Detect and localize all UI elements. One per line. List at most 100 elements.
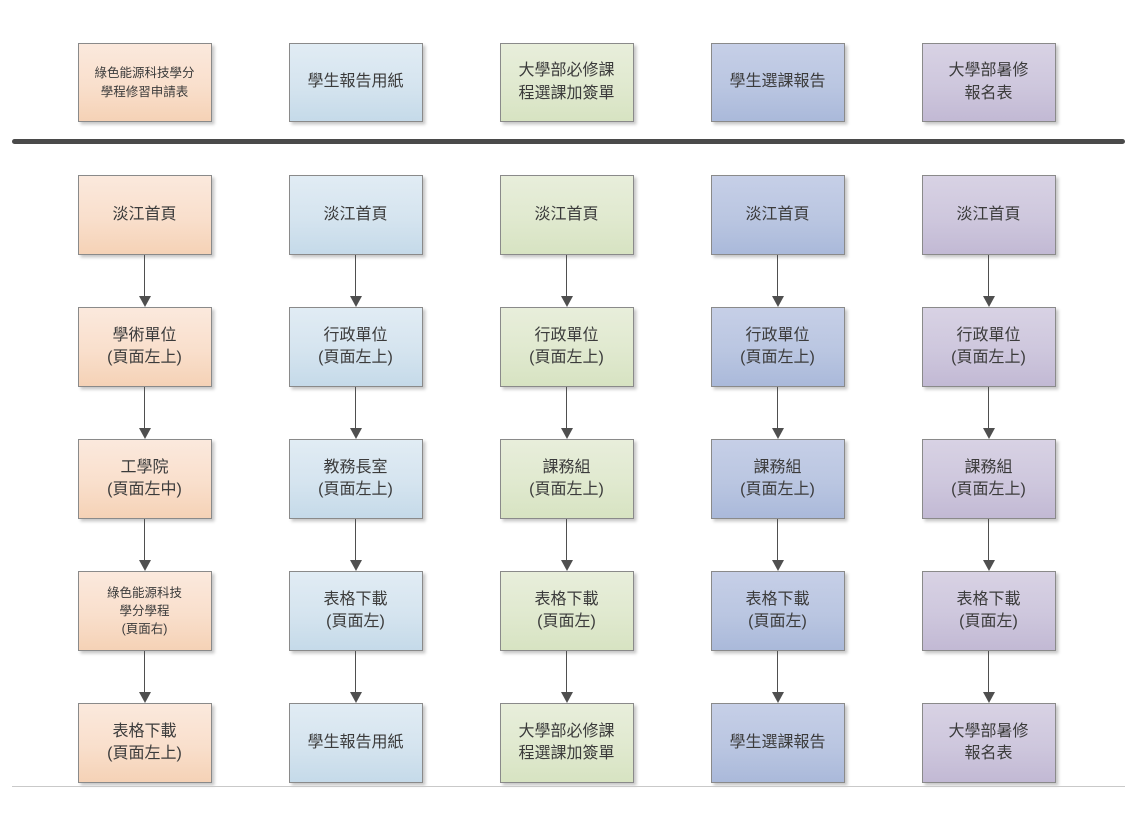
step-box: 行政單位 (頁面左上) bbox=[499, 307, 634, 387]
flow-column-course-selection-report: 淡江首頁 行政單位 (頁面左上) 課務組 (頁面左上) 表格下載 (頁面左) bbox=[672, 175, 883, 783]
header-cell: 學生報告用紙 bbox=[250, 43, 461, 122]
flow-arrow-down-icon bbox=[138, 651, 152, 703]
step-box: 表格下載 (頁面左) bbox=[499, 571, 634, 651]
step-label: (頁面左上) bbox=[529, 349, 604, 366]
step-box: 表格下載 (頁面左上) bbox=[77, 703, 212, 783]
step-box: 淡江首頁 bbox=[921, 175, 1056, 255]
step-label: (頁面左上) bbox=[740, 349, 815, 366]
flow-column-summer-session-form: 淡江首頁 行政單位 (頁面左上) 課務組 (頁面左上) 表格下載 (頁面左) bbox=[883, 175, 1094, 783]
step-label: (頁面左上) bbox=[318, 349, 393, 366]
flow-arrow-down-icon bbox=[349, 519, 363, 571]
step-box: 淡江首頁 bbox=[710, 175, 845, 255]
step-box: 大學部暑修 報名表 bbox=[921, 703, 1056, 783]
step-label: 表格下載 bbox=[956, 590, 1021, 608]
header-label: 綠色能源科技學分 bbox=[94, 66, 195, 81]
flow-arrow-down-icon bbox=[982, 255, 996, 307]
step-box: 表格下載 (頁面左) bbox=[710, 571, 845, 651]
flow-arrow-down-icon bbox=[138, 255, 152, 307]
step-label: (頁面左) bbox=[326, 613, 385, 630]
header-box-summer-session-form: 大學部暑修 報名表 bbox=[921, 43, 1056, 122]
step-label: (頁面左上) bbox=[529, 481, 604, 498]
step-label: (頁面左) bbox=[748, 613, 807, 630]
flow-arrow-down-icon bbox=[771, 387, 785, 439]
step-box: 表格下載 (頁面左) bbox=[921, 571, 1056, 651]
flow-arrow-down-icon bbox=[771, 519, 785, 571]
step-box: 工學院 (頁面左中) bbox=[77, 439, 212, 519]
step-label: 學生選課報告 bbox=[729, 733, 826, 751]
step-box: 表格下載 (頁面左) bbox=[288, 571, 423, 651]
header-label: 學生報告用紙 bbox=[307, 73, 404, 91]
header-cell: 學生選課報告 bbox=[672, 43, 883, 122]
step-box: 課務組 (頁面左上) bbox=[710, 439, 845, 519]
flow-column-required-course-add-form: 淡江首頁 行政單位 (頁面左上) 課務組 (頁面左上) 表格下載 (頁面左) bbox=[461, 175, 672, 783]
step-label: 大學部暑修 bbox=[948, 722, 1029, 740]
step-label: 課務組 bbox=[964, 458, 1013, 476]
step-box: 淡江首頁 bbox=[77, 175, 212, 255]
step-box: 大學部必修課 程選課加簽單 bbox=[499, 703, 634, 783]
step-box: 學生選課報告 bbox=[710, 703, 845, 783]
step-label: 綠色能源科技 bbox=[106, 585, 182, 600]
step-box: 淡江首頁 bbox=[288, 175, 423, 255]
step-label: 大學部必修課 bbox=[518, 722, 615, 740]
step-label: 行政單位 bbox=[956, 326, 1021, 344]
step-label: (頁面左中) bbox=[107, 481, 182, 498]
step-box: 課務組 (頁面左上) bbox=[499, 439, 634, 519]
flow-arrow-down-icon bbox=[982, 651, 996, 703]
header-label: 學程修習申請表 bbox=[100, 84, 189, 99]
flow-column-student-report-paper: 淡江首頁 行政單位 (頁面左上) 教務長室 (頁面左上) 表格下載 (頁面左) bbox=[250, 175, 461, 783]
header-row: 綠色能源科技學分 學程修習申請表 學生報告用紙 大學部必修課 程選課加簽單 學生… bbox=[39, 43, 1094, 122]
step-box: 課務組 (頁面左上) bbox=[921, 439, 1056, 519]
header-label: 學生選課報告 bbox=[729, 73, 826, 91]
step-label: (頁面左) bbox=[959, 613, 1018, 630]
header-box-green-energy-form: 綠色能源科技學分 學程修習申請表 bbox=[77, 43, 212, 122]
flow-arrow-down-icon bbox=[560, 387, 574, 439]
header-cell: 大學部暑修 報名表 bbox=[883, 43, 1094, 122]
step-label: 課務組 bbox=[753, 458, 802, 476]
header-label: 大學部暑修 bbox=[948, 62, 1029, 80]
header-box-course-selection-report: 學生選課報告 bbox=[710, 43, 845, 122]
step-label: (頁面左上) bbox=[107, 745, 182, 762]
step-label: (頁面左上) bbox=[107, 349, 182, 366]
step-label: 教務長室 bbox=[323, 458, 388, 476]
step-label: 表格下載 bbox=[534, 590, 599, 608]
flow-arrow-down-icon bbox=[560, 255, 574, 307]
step-box: 綠色能源科技 學分學程 (頁面右) bbox=[77, 571, 212, 651]
step-label: 表格下載 bbox=[323, 590, 388, 608]
header-box-student-report-paper: 學生報告用紙 bbox=[288, 43, 423, 122]
step-label: 淡江首頁 bbox=[112, 205, 177, 223]
header-label: 程選課加簽單 bbox=[518, 84, 615, 102]
step-label: 課務組 bbox=[542, 458, 591, 476]
flow-area: 淡江首頁 學術單位 (頁面左上) 工學院 (頁面左中) 綠色能源科技 學分學程 … bbox=[39, 175, 1094, 783]
step-box: 行政單位 (頁面左上) bbox=[921, 307, 1056, 387]
header-cell: 綠色能源科技學分 學程修習申請表 bbox=[39, 43, 250, 122]
step-box: 教務長室 (頁面左上) bbox=[288, 439, 423, 519]
step-label: 淡江首頁 bbox=[745, 205, 810, 223]
flow-arrow-down-icon bbox=[349, 255, 363, 307]
flow-arrow-down-icon bbox=[771, 651, 785, 703]
header-label: 報名表 bbox=[964, 84, 1013, 102]
step-label: (頁面左) bbox=[537, 613, 596, 630]
flow-arrow-down-icon bbox=[349, 387, 363, 439]
flow-arrow-down-icon bbox=[982, 387, 996, 439]
step-label: 行政單位 bbox=[323, 326, 388, 344]
step-label: 淡江首頁 bbox=[323, 205, 388, 223]
step-label: (頁面左上) bbox=[951, 349, 1026, 366]
step-box: 學生報告用紙 bbox=[288, 703, 423, 783]
step-label: (頁面左上) bbox=[951, 481, 1026, 498]
step-label: 學術單位 bbox=[112, 326, 177, 344]
header-cell: 大學部必修課 程選課加簽單 bbox=[461, 43, 672, 122]
flow-arrow-down-icon bbox=[560, 651, 574, 703]
step-box: 行政單位 (頁面左上) bbox=[710, 307, 845, 387]
flow-arrow-down-icon bbox=[771, 255, 785, 307]
step-box: 行政單位 (頁面左上) bbox=[288, 307, 423, 387]
header-box-required-course-add-form: 大學部必修課 程選課加簽單 bbox=[499, 43, 634, 122]
step-label: (頁面右) bbox=[121, 622, 168, 637]
flow-arrow-down-icon bbox=[982, 519, 996, 571]
divider-line bbox=[12, 139, 1125, 144]
step-label: 行政單位 bbox=[745, 326, 810, 344]
step-label: 淡江首頁 bbox=[956, 205, 1021, 223]
step-label: 工學院 bbox=[120, 458, 169, 476]
flow-arrow-down-icon bbox=[138, 387, 152, 439]
step-label: (頁面左上) bbox=[740, 481, 815, 498]
